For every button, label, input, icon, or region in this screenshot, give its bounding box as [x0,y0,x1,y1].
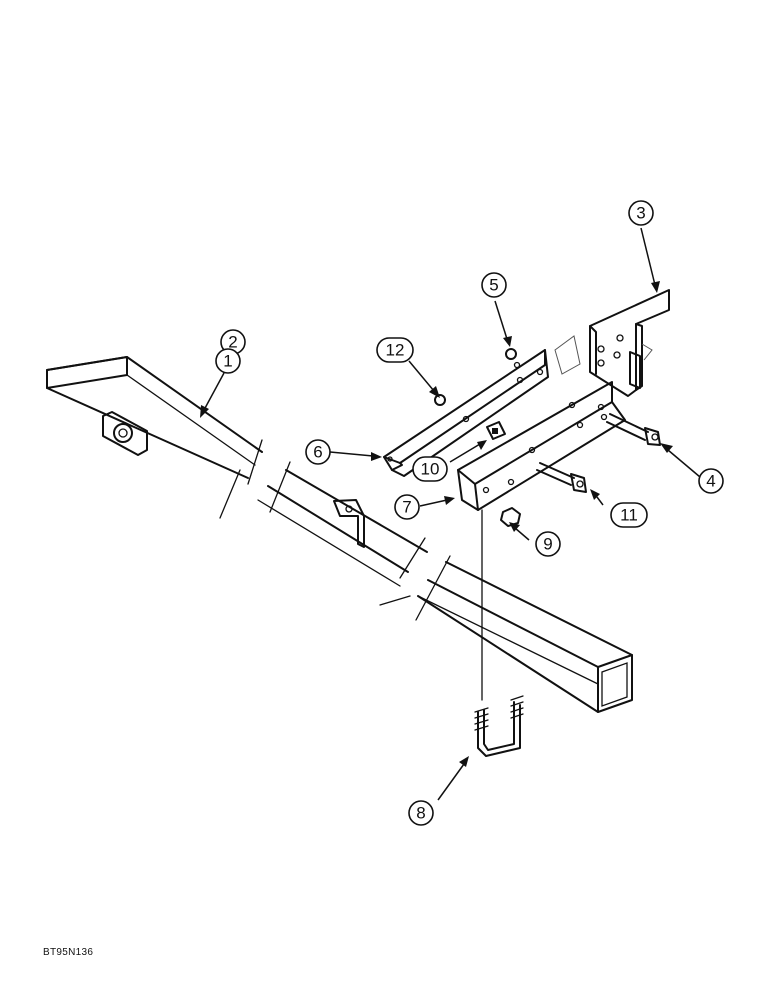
svg-text:9: 9 [543,535,552,554]
main-tube [46,356,633,713]
callout-9: 9 [535,531,561,557]
callout-5: 5 [481,272,507,298]
u-bolt [474,509,524,757]
svg-text:1: 1 [223,352,232,371]
figure-code: BT95N136 [43,947,94,958]
callout-4: 4 [698,468,724,494]
square-washer [486,421,506,440]
bolt-11 [536,462,587,493]
callout-11: 11 [610,502,648,528]
svg-text:4: 4 [706,472,715,491]
callout-1: 1 [215,348,241,374]
mounting-plate [554,289,670,397]
callout-7: 7 [394,494,420,520]
callout-12: 12 [376,337,414,363]
svg-text:3: 3 [636,204,645,223]
bolt-4 [606,413,661,446]
callout-8: 8 [408,800,434,826]
angle-bracket-upper [383,349,549,477]
nut-5 [505,348,517,360]
svg-text:5: 5 [489,276,498,295]
svg-text:8: 8 [416,804,425,823]
callout-3: 3 [628,200,654,226]
callout-10: 10 [412,456,448,482]
svg-text:11: 11 [620,506,638,525]
callout-6: 6 [305,439,331,465]
nut-9 [500,507,521,527]
svg-text:2: 2 [228,333,237,352]
svg-text:12: 12 [386,341,405,360]
svg-text:6: 6 [313,443,322,462]
leader-arrows [200,227,701,801]
angle-bracket-lower [457,381,626,511]
svg-text:7: 7 [402,498,411,517]
svg-text:10: 10 [421,460,440,479]
